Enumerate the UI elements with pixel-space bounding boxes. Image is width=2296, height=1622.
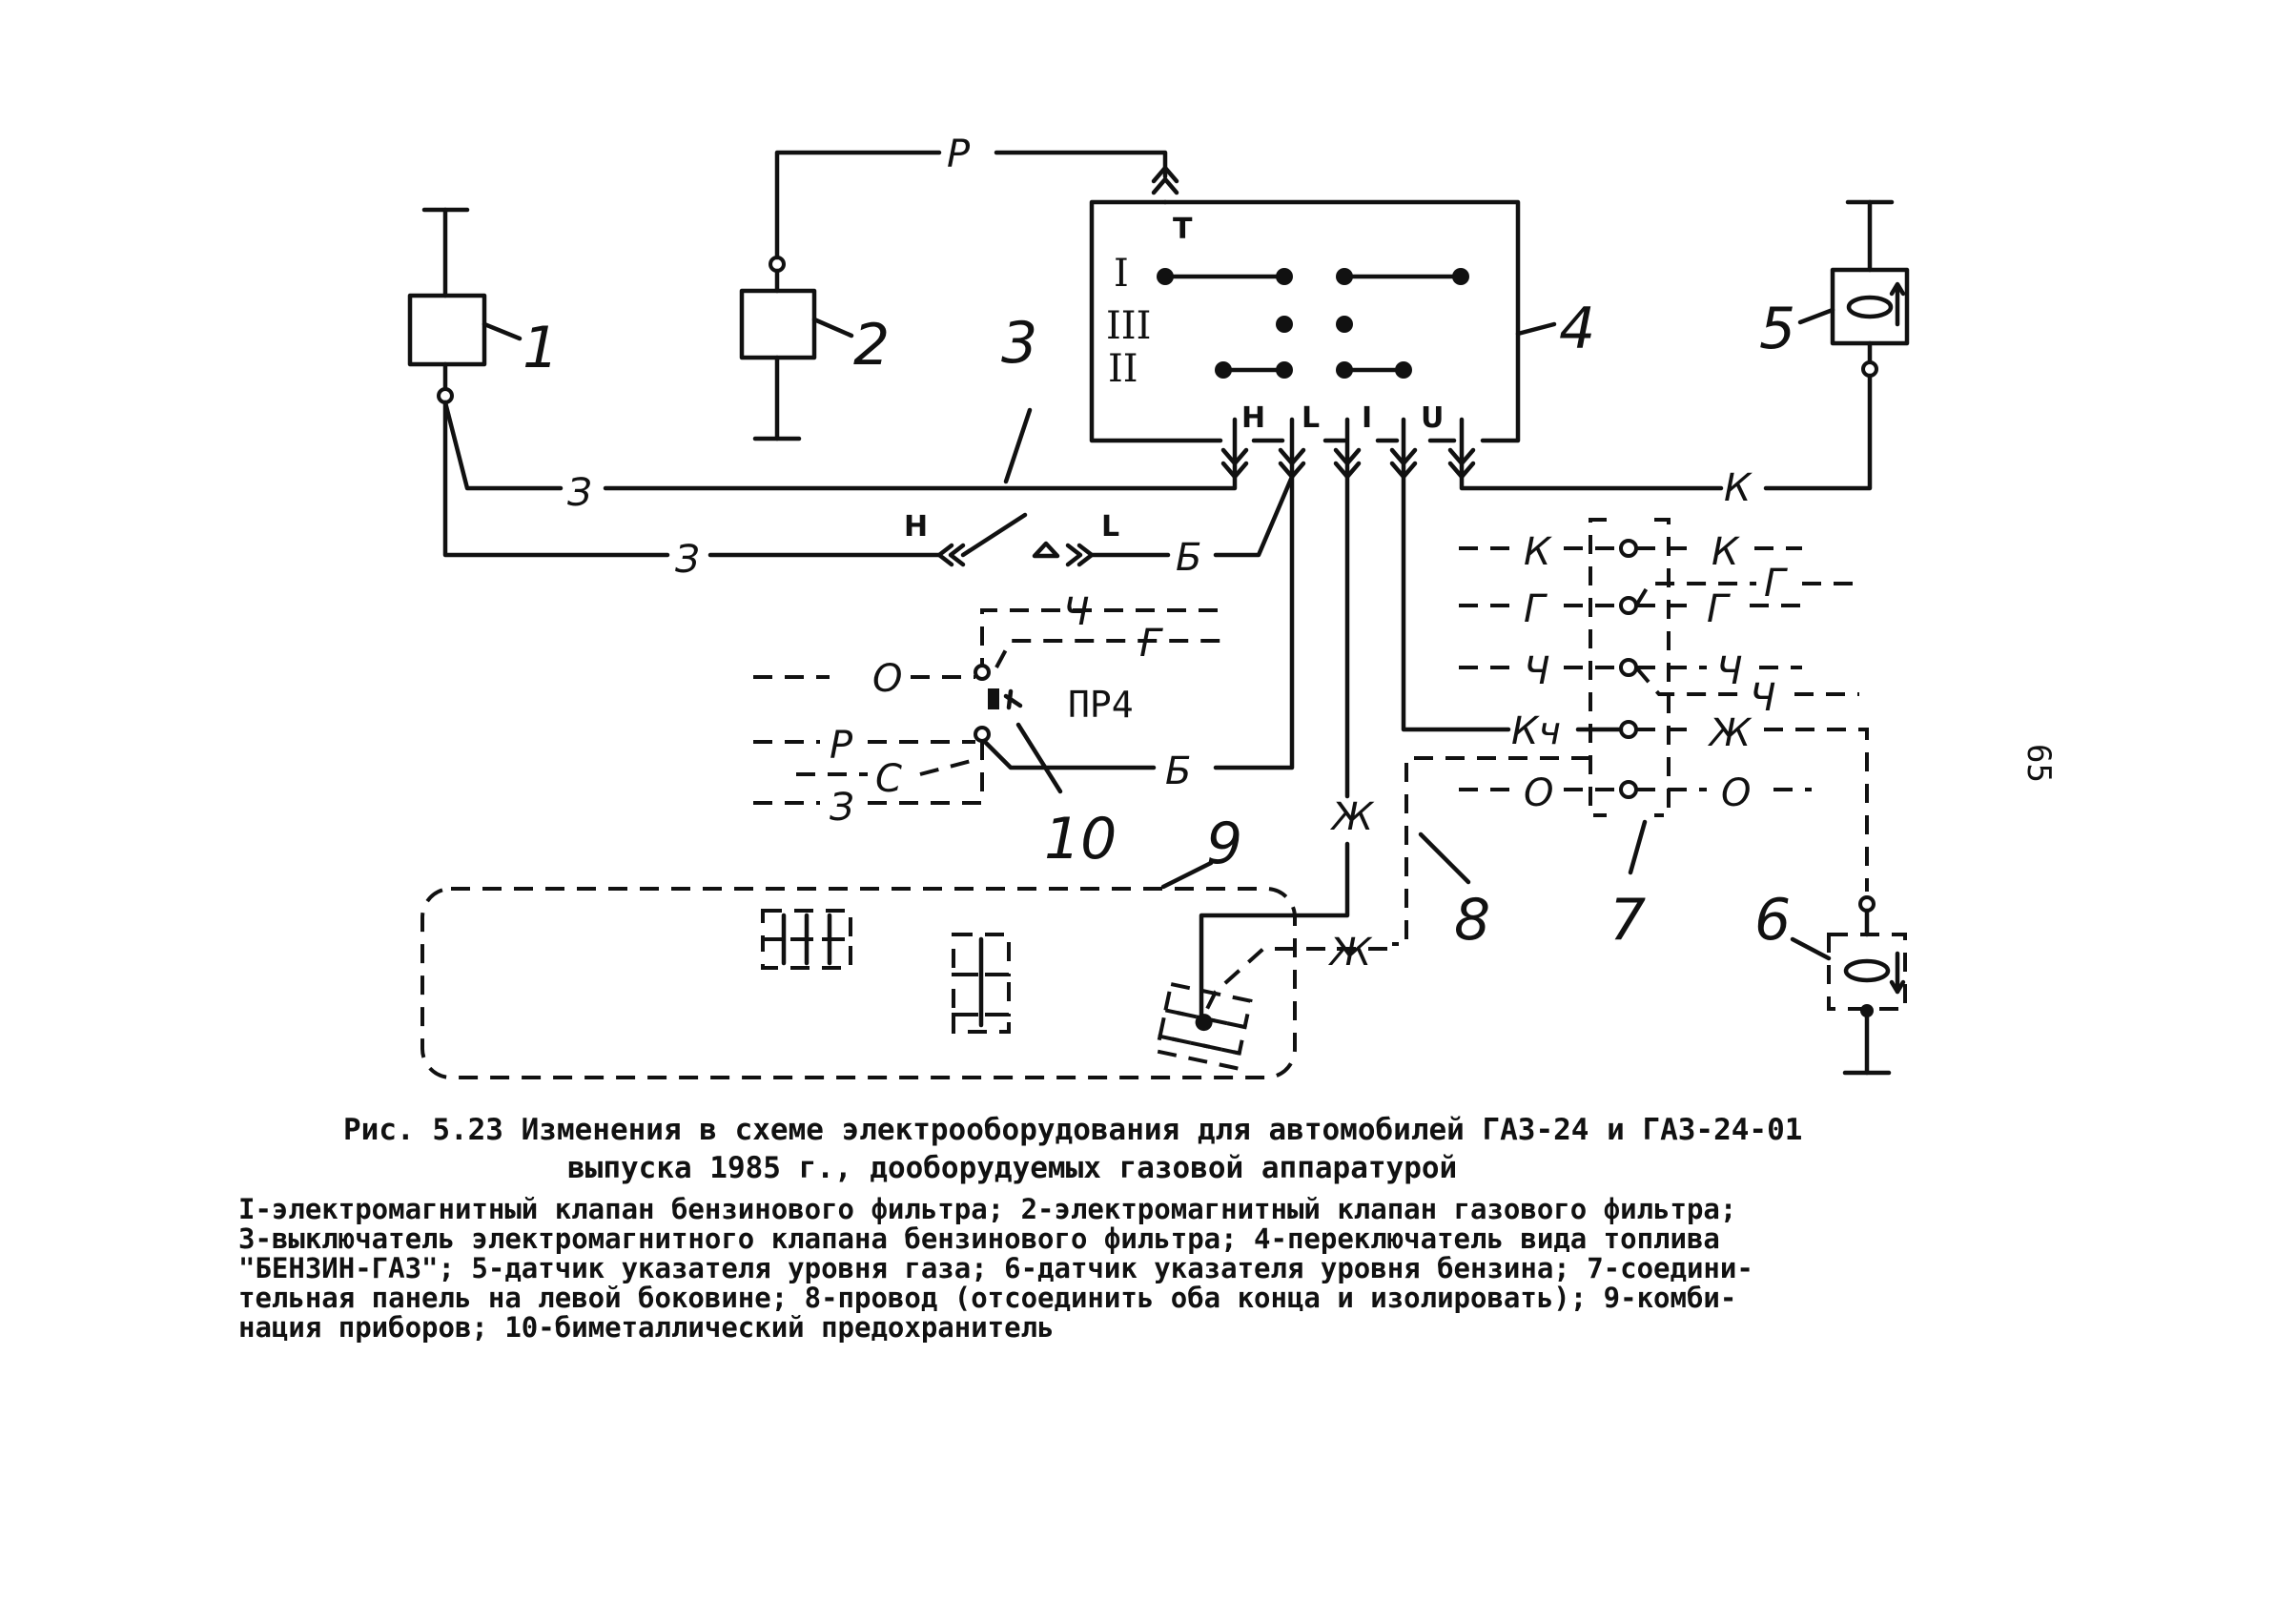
terminal-h: H: [1241, 401, 1265, 435]
panel-right-ch2: Ч: [1750, 676, 1775, 720]
wire-label-zh: Ж: [1329, 795, 1375, 839]
switch3-label-l: L: [1101, 510, 1119, 544]
panel-left-ch: Ч: [1524, 649, 1549, 693]
component-4-fuel-switch: I III II H L I U 4: [1089, 199, 1595, 480]
label-2: 2: [853, 312, 890, 379]
label-3: 3: [1001, 310, 1037, 377]
page-number: 65: [2019, 744, 2058, 783]
wire-r: Р T: [774, 133, 1193, 260]
label-4: 4: [1559, 296, 1595, 362]
switch3-label-h: Н: [904, 510, 928, 544]
label-6: 6: [1754, 887, 1791, 954]
figure-caption: Рис. 5.23 Изменения в схеме электрообору…: [238, 1111, 2050, 1343]
wire-b-to-fuse: Б: [979, 474, 1295, 793]
fuse-wire-r: Р: [830, 724, 853, 768]
panel-right-ch1: Ч: [1716, 649, 1742, 693]
fuse-wire-o: О: [872, 657, 902, 701]
component-7-panel: К Г Ч Кч О К Г Г Ч Ч Ж О 7: [1459, 518, 1869, 954]
panel-right-zh: Ж: [1707, 711, 1753, 755]
wire-label-z2: З: [675, 538, 700, 582]
panel-right-k: К: [1712, 530, 1740, 574]
row-iii: III: [1106, 304, 1151, 348]
panel-left-k: К: [1524, 530, 1552, 574]
gauge-center-icon: [952, 933, 1011, 1034]
terminal-l: L: [1302, 401, 1320, 435]
wire-label-k: К: [1724, 466, 1753, 510]
terminal-i: I: [1362, 401, 1372, 435]
fuse-wire-ch: Ч: [1063, 590, 1089, 634]
component-10-fuse: Ч Г ПР4 10 О Р С З: [753, 590, 1230, 873]
wire-label-b2: Б: [1165, 749, 1191, 793]
wires-z: З З: [442, 400, 1238, 582]
panel-left-kch: Кч: [1511, 709, 1561, 753]
fuse-wire-s: С: [875, 757, 902, 801]
component-6-petrol-sensor: 6: [1754, 887, 1907, 1076]
wire-label-b1: Б: [1176, 536, 1201, 580]
label-7: 7: [1609, 887, 1646, 954]
fuse-wire-g: Г: [1139, 622, 1163, 666]
gauge-left-icon: [761, 909, 852, 970]
panel-left-o: О: [1524, 771, 1553, 815]
row-ii: II: [1108, 347, 1138, 391]
label-9: 9: [1206, 811, 1242, 877]
fuse-label-pr4: ПР4: [1068, 684, 1134, 726]
label-1: 1: [523, 315, 559, 381]
panel-right-o: О: [1721, 771, 1751, 815]
panel-right-g2: Г: [1707, 587, 1731, 631]
terminal-t: T: [1173, 213, 1193, 246]
wire-zh: Ж: [1199, 474, 1375, 1018]
component-2-gas-valve: 2: [739, 256, 890, 441]
panel-right-g1: Г: [1764, 562, 1788, 606]
component-8-wire: 8 Ж: [1204, 756, 1590, 1012]
fuse-wire-z: З: [830, 786, 854, 830]
wire-label-zh-gauge: Ж: [1327, 931, 1373, 975]
panel-left-g: Г: [1524, 587, 1548, 631]
component-9-cluster: 9: [420, 811, 1297, 1079]
row-i: I: [1114, 252, 1129, 296]
wire-u-to-panel: [1401, 474, 1511, 732]
component-1-petrol-valve: 1: [407, 207, 559, 404]
component-5-gas-sensor: 5 К: [1459, 199, 1910, 510]
label-5: 5: [1759, 296, 1795, 362]
terminal-u: U: [1421, 401, 1444, 435]
caption-legend: I-электромагнитный клапан бензинового фи…: [238, 1193, 1753, 1344]
caption-title: Рис. 5.23 Изменения в схеме электрообору…: [343, 1113, 1803, 1147]
label-8: 8: [1454, 887, 1490, 954]
wire-label-z1: З: [567, 471, 592, 515]
gauge-right-icon: [1154, 981, 1253, 1071]
wire-label-r: Р: [947, 133, 971, 176]
component-3-switch: Н 3 L Б: [904, 310, 1295, 580]
caption-subtitle: выпуска 1985 г., дооборудуемых газовой а…: [567, 1151, 1458, 1185]
label-10: 10: [1044, 806, 1117, 873]
